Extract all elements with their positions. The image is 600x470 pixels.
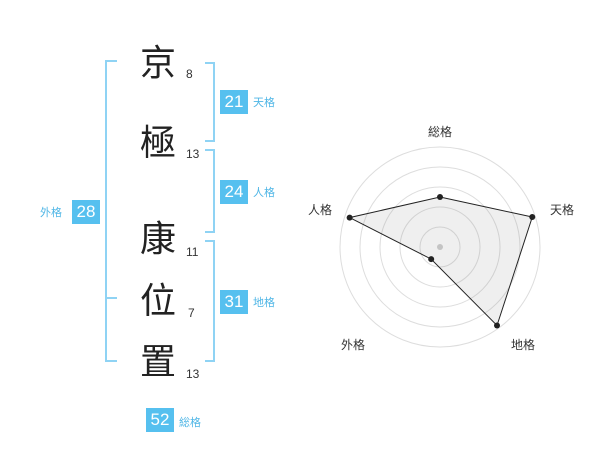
radar-point-1	[437, 194, 443, 200]
radar-label-gaikaku: 外格	[341, 338, 366, 352]
radar-point-5	[346, 214, 353, 221]
radar-ring	[359, 166, 521, 328]
gaikaku-value: 28	[72, 200, 100, 224]
name-char-5: 置	[139, 342, 176, 383]
radar-ring	[399, 206, 481, 288]
jinkaku-label: 人格	[253, 186, 275, 199]
stroke-count-2: 13	[186, 147, 200, 161]
stroke-count-5: 13	[186, 367, 200, 381]
radar-center	[437, 244, 443, 250]
radar-label-soukaku: 総格	[428, 125, 453, 139]
name-char-2: 極	[139, 123, 176, 164]
tenkaku-value: 21	[220, 90, 248, 114]
name-char-4: 位	[139, 281, 176, 322]
tenkaku-label: 天格	[253, 96, 275, 109]
radar-ring	[419, 226, 461, 268]
jinkaku-value: 24	[220, 180, 248, 204]
name-char-3: 康	[139, 219, 176, 260]
soukaku-label: 総格	[179, 416, 201, 429]
jinkaku-bracket	[205, 149, 215, 233]
soukaku-value: 52	[146, 408, 174, 432]
chikaku-value: 31	[220, 290, 248, 314]
radar-ring	[379, 186, 501, 308]
radar-ring	[339, 146, 541, 348]
gaikaku-bracket	[105, 60, 117, 362]
tenkaku-bracket	[205, 62, 215, 142]
chikaku-bracket	[205, 240, 215, 362]
radar-label-tenkaku: 天格	[550, 203, 575, 217]
gaikaku-label: 外格	[40, 206, 62, 219]
radar-series-area	[348, 196, 533, 327]
radar-label-chikaku: 地格	[511, 338, 536, 352]
stroke-count-1: 8	[186, 67, 193, 81]
stroke-count-4: 7	[188, 306, 195, 320]
stroke-count-3: 11	[186, 245, 199, 259]
radar-point-3	[494, 322, 501, 329]
radar-point-2	[529, 214, 536, 221]
chikaku-label: 地格	[253, 296, 275, 309]
radar-point-4	[428, 256, 435, 263]
radar-label-jinkaku: 人格	[308, 203, 333, 217]
gaikaku-bracket-tick	[105, 297, 117, 299]
name-char-1: 京	[139, 43, 176, 84]
